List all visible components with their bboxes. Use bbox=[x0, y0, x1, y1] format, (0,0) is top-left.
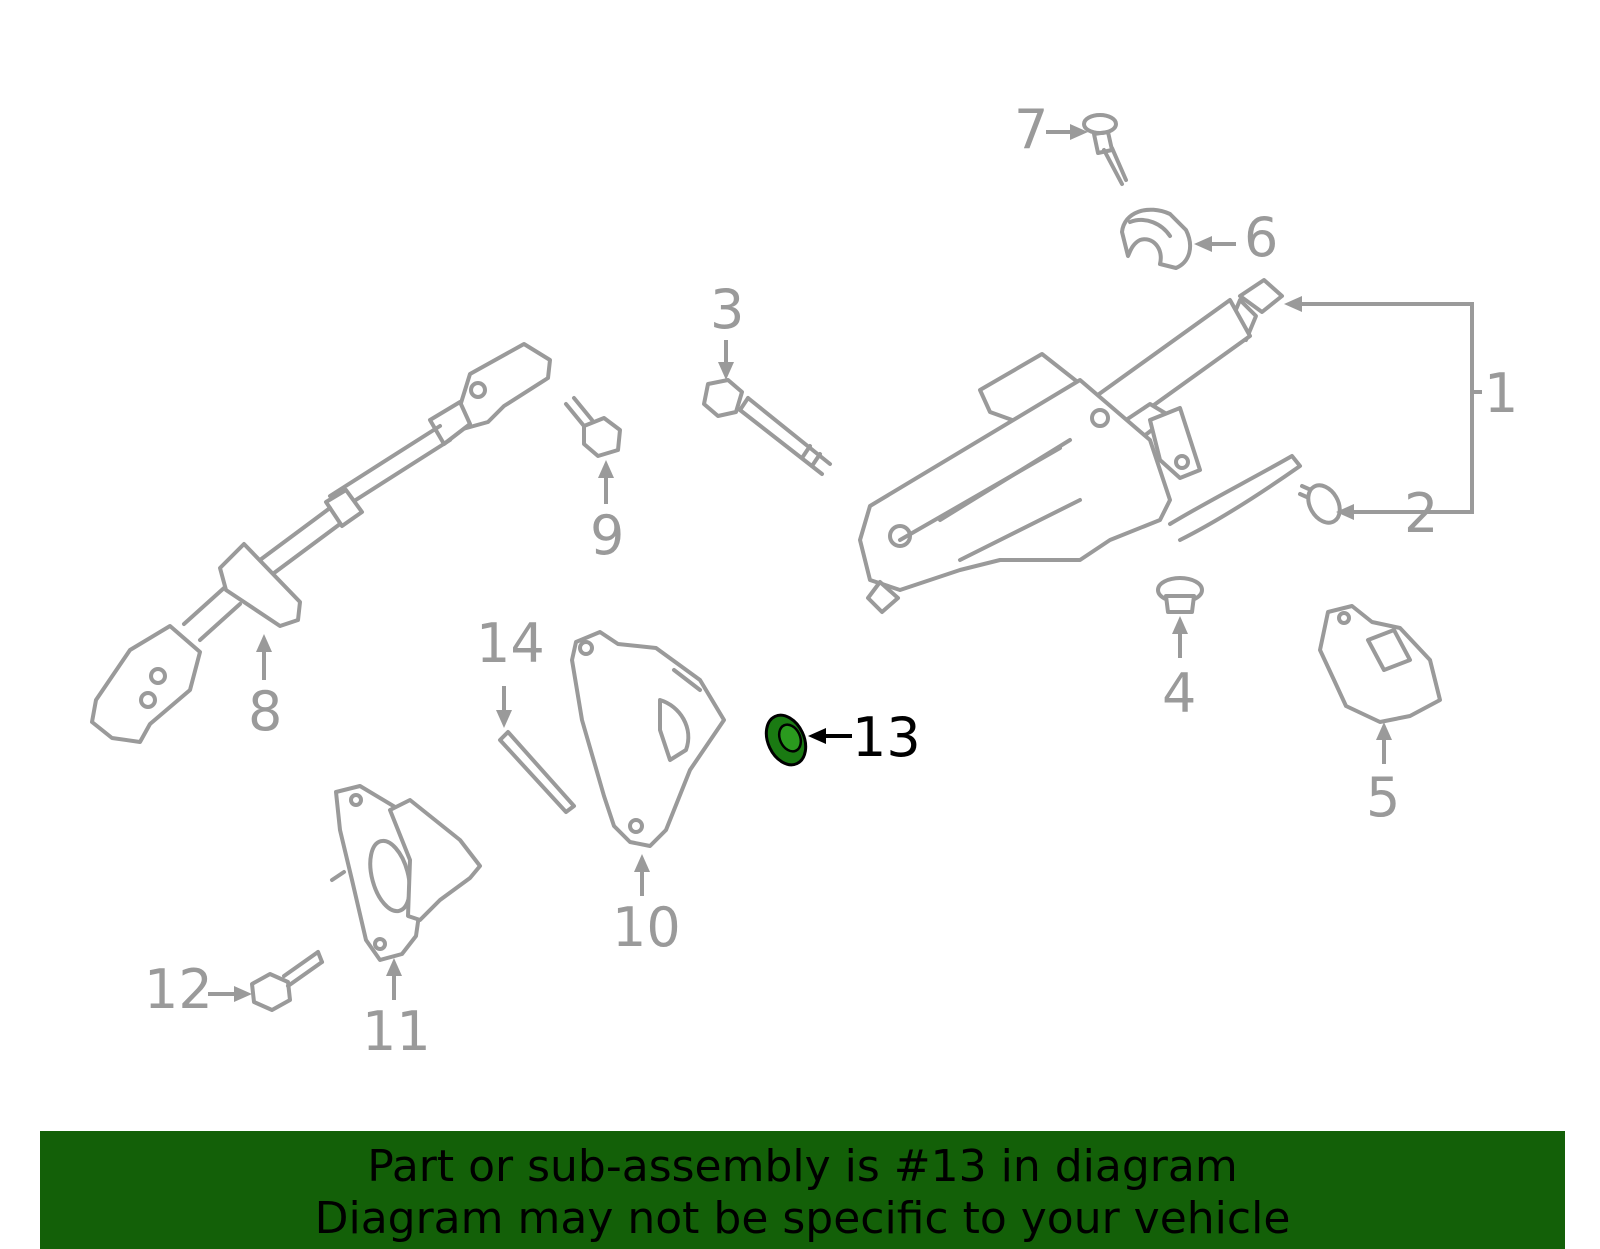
callout-9: 9 bbox=[590, 504, 624, 567]
callout-8: 8 bbox=[248, 680, 282, 743]
part-9-bolt[interactable] bbox=[564, 396, 622, 458]
part-8-intermediate-shaft[interactable] bbox=[90, 342, 552, 744]
part-2-bolt[interactable] bbox=[1298, 480, 1346, 529]
callout-3: 3 bbox=[710, 278, 744, 341]
part-3-bolt[interactable] bbox=[702, 378, 832, 476]
callout-13: 13 bbox=[852, 706, 921, 769]
part-7-screw[interactable] bbox=[1082, 113, 1128, 186]
part-13-nut-highlighted[interactable] bbox=[759, 709, 814, 771]
callout-2: 2 bbox=[1404, 482, 1438, 545]
callout-7: 7 bbox=[1014, 98, 1048, 161]
part-5-module[interactable] bbox=[1318, 604, 1442, 724]
part-4-nut[interactable] bbox=[1156, 576, 1204, 614]
callout-5: 5 bbox=[1366, 766, 1400, 829]
part-1-steering-column[interactable] bbox=[858, 278, 1302, 614]
callout-1: 1 bbox=[1484, 362, 1518, 425]
callout-6: 6 bbox=[1244, 206, 1278, 269]
part-11-boot[interactable] bbox=[330, 784, 482, 962]
part-6-clip[interactable] bbox=[1120, 207, 1193, 270]
callout-4: 4 bbox=[1162, 662, 1196, 725]
banner-line-2: Diagram may not be specific to your vehi… bbox=[314, 1193, 1291, 1244]
part-14-seal[interactable] bbox=[498, 730, 576, 814]
callout-12: 12 bbox=[144, 958, 213, 1021]
callout-11: 11 bbox=[362, 1000, 431, 1063]
part-12-bolt[interactable] bbox=[250, 950, 324, 1012]
banner-line-1: Part or sub-assembly is #13 in diagram bbox=[367, 1141, 1238, 1192]
callout-labels: 1 2 3 4 5 6 7 8 9 10 11 12 13 14 bbox=[144, 98, 1518, 1063]
callout-14: 14 bbox=[476, 612, 545, 675]
info-banner: Part or sub-assembly is #13 in diagram D… bbox=[40, 1131, 1565, 1249]
part-10-cover[interactable] bbox=[570, 630, 726, 848]
leader-lines bbox=[208, 124, 1482, 1002]
callout-10: 10 bbox=[612, 896, 681, 959]
